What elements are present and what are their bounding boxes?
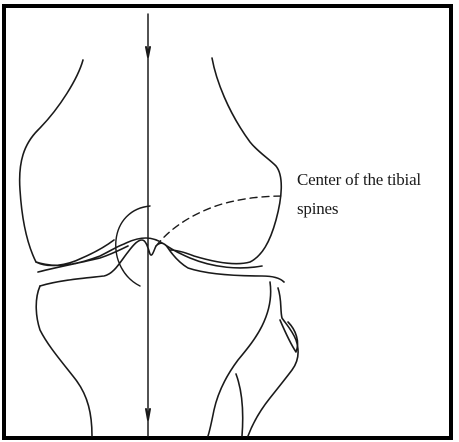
- tibia-left-outline: [36, 286, 92, 436]
- label-line-1: Center of the tibial: [297, 165, 447, 194]
- femoral-condyle-lower-contour: [38, 246, 128, 272]
- fibula-outline: [248, 288, 298, 436]
- label-line-2: spines: [297, 194, 447, 223]
- tibial-spines-label: Center of the tibial spines: [297, 165, 447, 223]
- leader-dashed-line: [156, 196, 284, 246]
- femur-right-outline: [170, 58, 281, 264]
- femur-left-outline: [20, 60, 114, 265]
- tibia-right-outline: [208, 282, 271, 436]
- fibula-neck-line: [236, 374, 243, 436]
